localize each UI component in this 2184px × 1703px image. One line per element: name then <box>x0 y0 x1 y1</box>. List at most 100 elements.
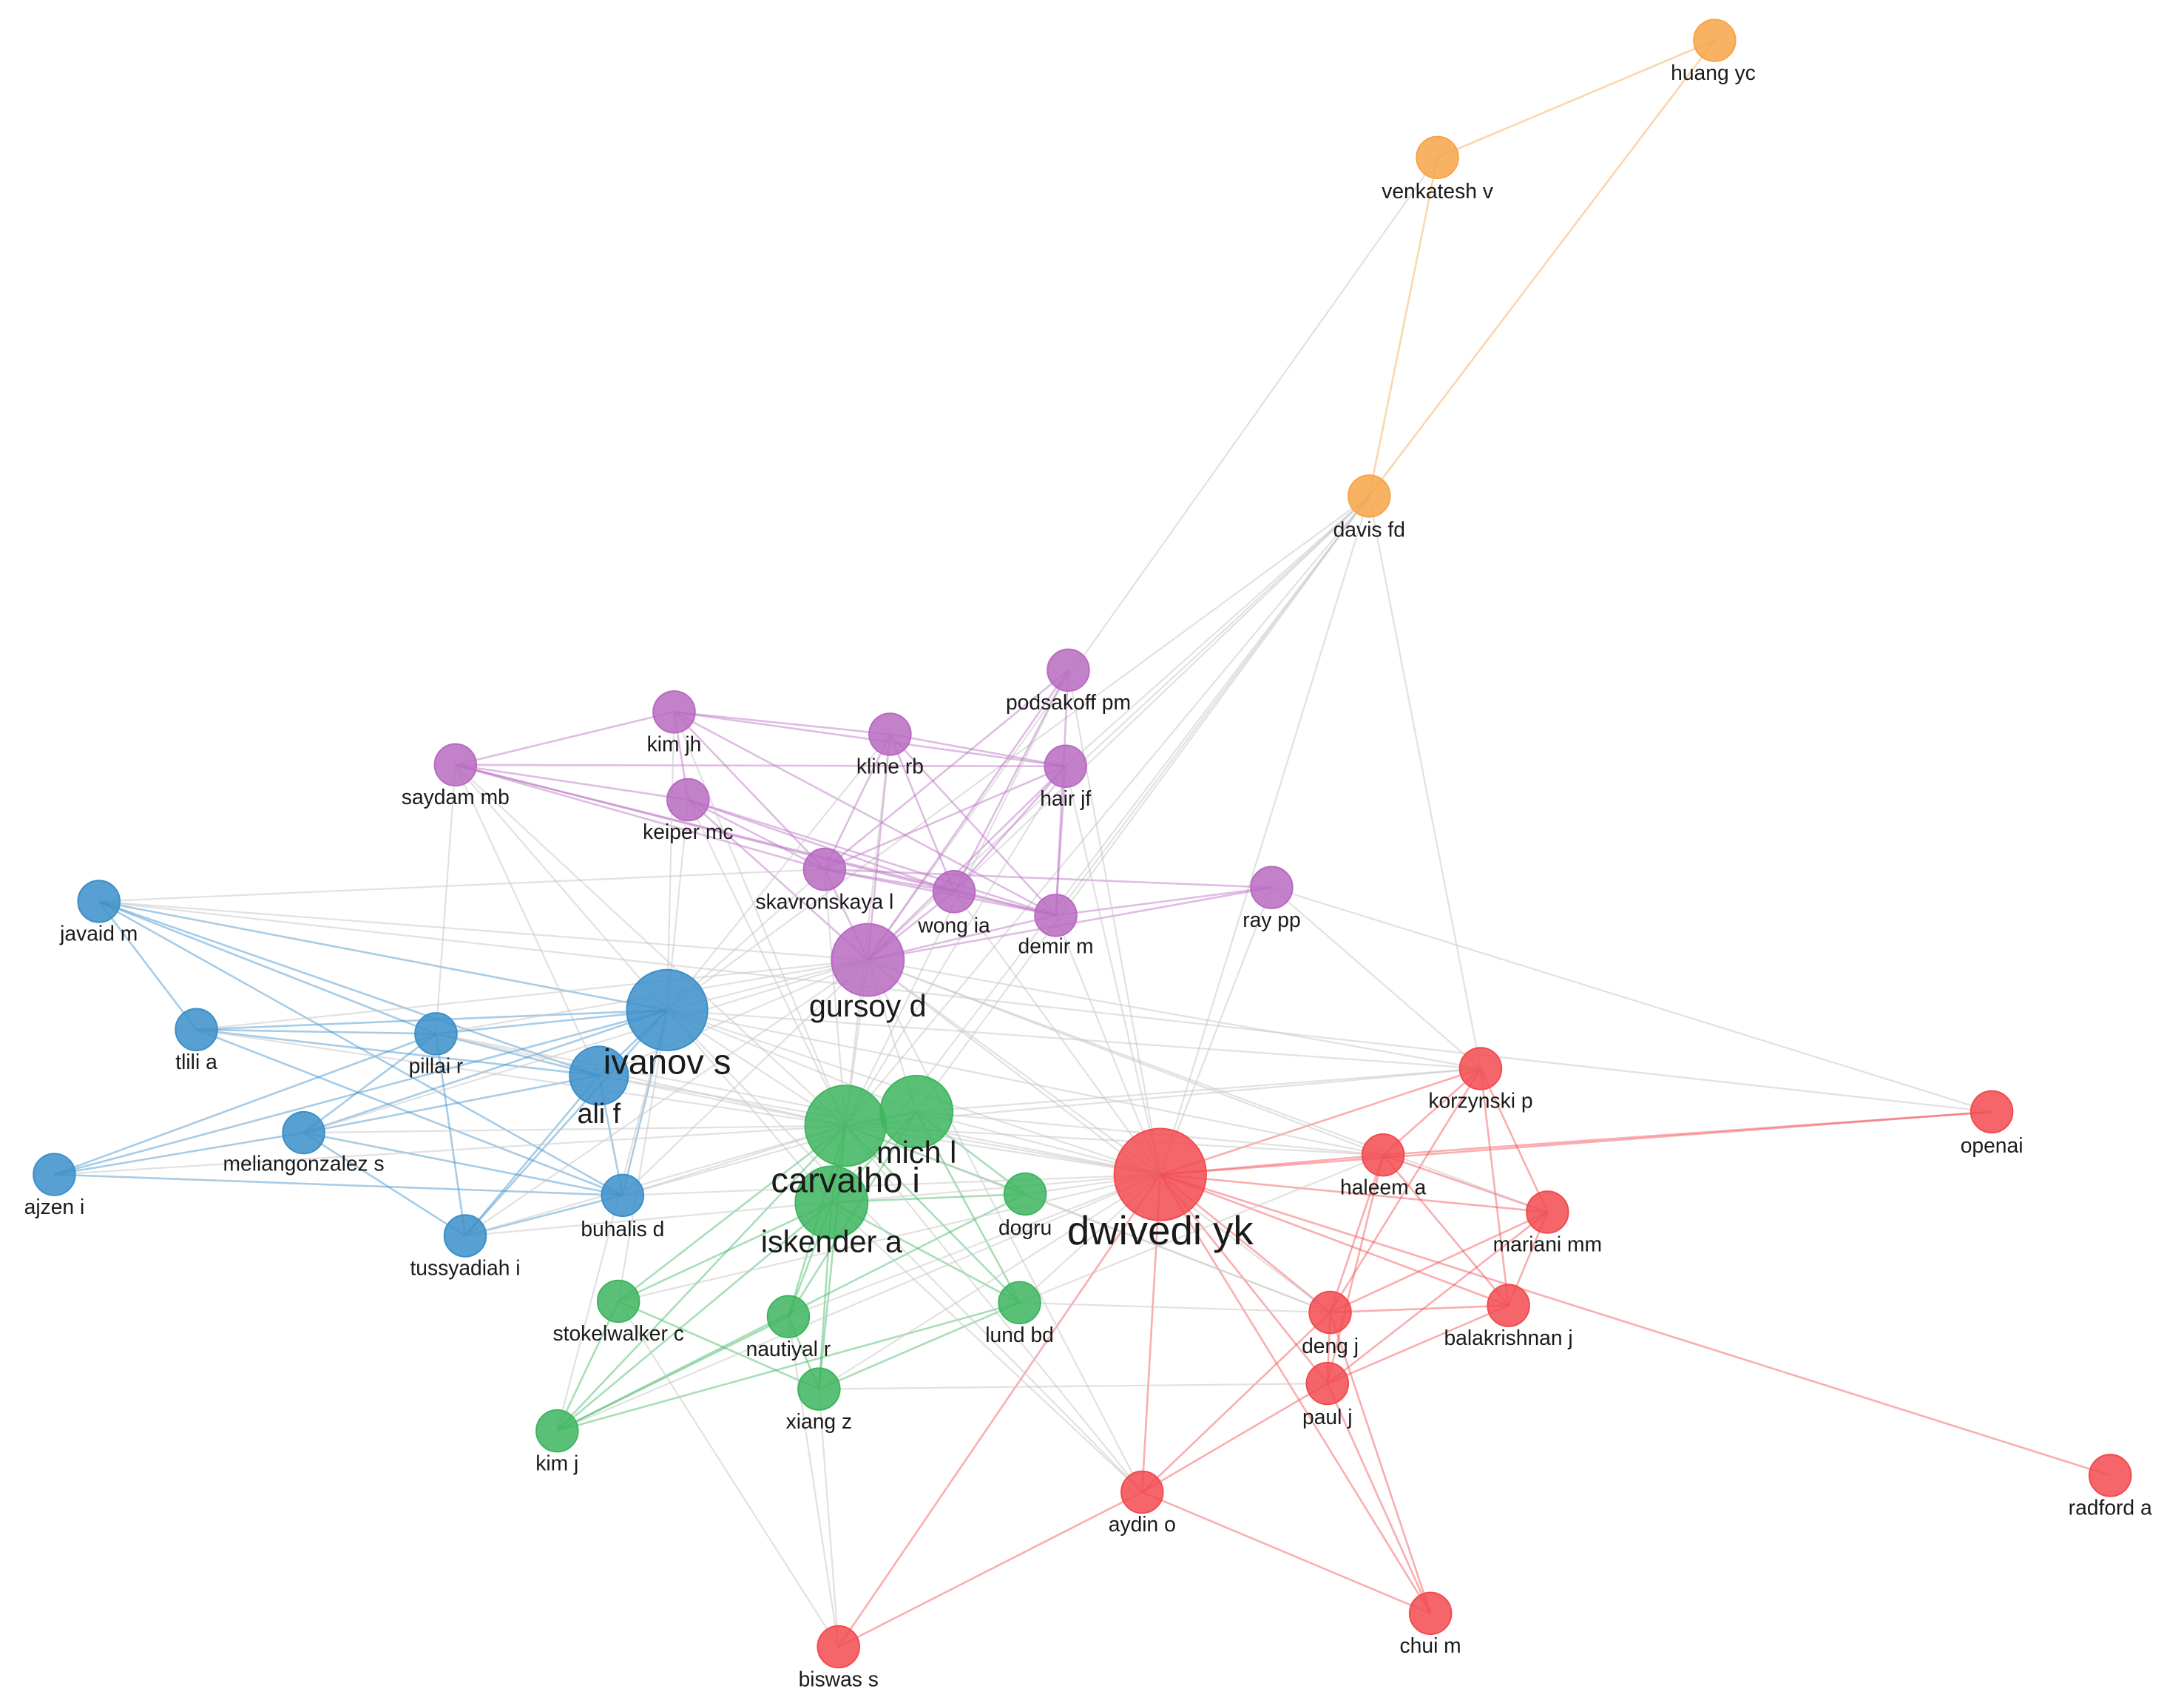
edge-davis_fd-carvalho_i <box>845 495 1370 1127</box>
label-dwivedi_yk: dwivedi yk <box>1067 1208 1254 1253</box>
node-demir_m[interactable] <box>1034 894 1078 937</box>
edge-tlili_a-pillai_r <box>196 1028 436 1035</box>
label-ray_pp: ray pp <box>1243 908 1300 931</box>
node-skavronskaya_l[interactable] <box>802 847 847 891</box>
edge-javaid_m-tlili_a <box>98 900 197 1031</box>
node-mich_l[interactable] <box>879 1074 954 1149</box>
edge-ajzen_i-buhalis_d <box>54 1173 623 1197</box>
node-balakrishnan_j[interactable] <box>1487 1284 1530 1327</box>
node-podsakoff_pm[interactable] <box>1047 648 1090 692</box>
node-keiper_mc[interactable] <box>666 778 710 822</box>
edge-pillai_r-meliangonzalez_s <box>302 1033 437 1134</box>
label-wong_ia: wong ia <box>917 913 990 937</box>
node-carvalho_i[interactable] <box>804 1085 887 1167</box>
edge-gursoy_d-korzynski_p <box>868 959 1481 1070</box>
edge-pillai_r-carvalho_i <box>436 1033 846 1127</box>
node-mariani_mm[interactable] <box>1526 1190 1569 1234</box>
label-ajzen_i: ajzen i <box>24 1195 85 1218</box>
edge-gursoy_d-deng_j <box>867 959 1331 1313</box>
node-deng_j[interactable] <box>1308 1290 1352 1335</box>
edge-paul_j-aydin_o <box>1141 1382 1328 1494</box>
edge-saydam_mb-skavronskaya_l <box>455 763 825 871</box>
label-openai: openai <box>1961 1133 2024 1157</box>
label-haleem_a: haleem a <box>1340 1175 1426 1198</box>
label-kim_jh: kim jh <box>647 732 702 756</box>
edge-korzynski_p-mariani_mm <box>1479 1068 1549 1213</box>
node-openai[interactable] <box>1970 1090 2014 1134</box>
node-javaid_m[interactable] <box>77 880 121 923</box>
label-nautiyal_r: nautiyal r <box>746 1337 831 1360</box>
node-buhalis_d[interactable] <box>601 1173 645 1218</box>
node-davis_fd[interactable] <box>1348 474 1391 518</box>
edge-javaid_m-ali_f <box>98 900 600 1077</box>
edge-ajzen_i-ivanov_s <box>54 1009 668 1176</box>
edge-tussyadiah_i-carvalho_i <box>464 1124 846 1237</box>
edge-stokelwalker_c-dwivedi_yk <box>618 1173 1161 1303</box>
node-meliangonzalez_s[interactable] <box>282 1110 325 1155</box>
edge-dwivedi_yk-chui_m <box>1159 1173 1432 1614</box>
node-tlili_a[interactable] <box>175 1008 218 1052</box>
node-ali_f[interactable] <box>569 1045 629 1106</box>
node-kim_jh[interactable] <box>652 690 696 734</box>
edge-hair_jf-demir_m <box>1055 766 1067 916</box>
node-hair_jf[interactable] <box>1044 744 1087 789</box>
node-ivanov_s[interactable] <box>626 968 709 1052</box>
edge-javaid_m-openai <box>98 900 1992 1113</box>
node-haleem_a[interactable] <box>1361 1133 1405 1177</box>
node-tussyadiah_i[interactable] <box>443 1214 487 1258</box>
edge-podsakoff_pm-dwivedi_yk <box>1067 670 1161 1175</box>
node-radford_a[interactable] <box>2088 1454 2132 1497</box>
label-chui_m: chui m <box>1400 1633 1461 1657</box>
edge-saydam_mb-wong_ia <box>455 763 955 893</box>
edge-carvalho_i-stokelwalker_c <box>618 1124 846 1303</box>
edge-javaid_m-ivanov_s <box>98 900 668 1011</box>
node-saydam_mb[interactable] <box>433 743 478 787</box>
node-lund_bd[interactable] <box>998 1281 1041 1325</box>
node-kline_rb[interactable] <box>868 712 912 756</box>
node-nautiyal_r[interactable] <box>766 1295 811 1338</box>
node-kim_j[interactable] <box>535 1409 579 1453</box>
node-chui_m[interactable] <box>1408 1591 1453 1636</box>
edge-dwivedi_yk-radford_a <box>1160 1173 2111 1477</box>
edge-lund_bd-haleem_a <box>1019 1154 1384 1304</box>
edge-nautiyal_r-biswas_s <box>787 1316 839 1648</box>
node-venkatesh_v[interactable] <box>1416 135 1459 180</box>
node-paul_j[interactable] <box>1305 1361 1350 1406</box>
node-iskender_a[interactable] <box>794 1165 869 1240</box>
edge-carvalho_i-deng_j <box>845 1124 1331 1314</box>
edge-kim_jh-carvalho_i <box>673 711 847 1127</box>
node-korzynski_p[interactable] <box>1458 1047 1503 1090</box>
edge-haleem_a-balakrishnan_j <box>1382 1154 1509 1306</box>
edge-ray_pp-openai <box>1271 886 1992 1113</box>
edge-iskender_a-kim_j <box>556 1201 833 1432</box>
node-biswas_s[interactable] <box>817 1625 860 1669</box>
edge-mich_l-korzynski_p <box>916 1068 1481 1113</box>
label-mariani_mm: mariani mm <box>1493 1232 1602 1256</box>
edge-meliangonzalez_s-buhalis_d <box>303 1131 623 1197</box>
edge-skavronskaya_l-wong_ia <box>824 868 955 893</box>
node-ajzen_i[interactable] <box>33 1153 76 1196</box>
node-xiang_z[interactable] <box>797 1367 841 1411</box>
node-wong_ia[interactable] <box>932 870 976 914</box>
node-dwivedi_yk[interactable] <box>1113 1127 1207 1221</box>
node-huang_yc[interactable] <box>1693 18 1737 62</box>
node-stokelwalker_c[interactable] <box>596 1279 640 1323</box>
node-ray_pp[interactable] <box>1250 866 1294 909</box>
edge-javaid_m-buhalis_d <box>98 900 623 1196</box>
edge-javaid_m-skavronskaya_l <box>98 869 825 903</box>
node-gursoy_d[interactable] <box>831 923 905 997</box>
node-dogru[interactable] <box>1003 1172 1047 1216</box>
edge-ivanov_s-mich_l <box>666 1009 917 1113</box>
edge-tlili_a-buhalis_d <box>196 1028 623 1197</box>
edge-carvalho_i-lund_bd <box>845 1124 1021 1304</box>
edge-tlili_a-carvalho_i <box>196 1028 846 1127</box>
node-pillai_r[interactable] <box>414 1012 458 1056</box>
edge-mariani_mm-paul_j <box>1326 1211 1549 1385</box>
edge-mariani_mm-deng_j <box>1329 1211 1548 1314</box>
label-huang_yc: huang yc <box>1671 61 1756 84</box>
edge-saydam_mb-carvalho_i <box>455 764 846 1127</box>
edge-venkatesh_v-davis_fd <box>1368 157 1438 496</box>
node-aydin_o[interactable] <box>1120 1470 1164 1514</box>
